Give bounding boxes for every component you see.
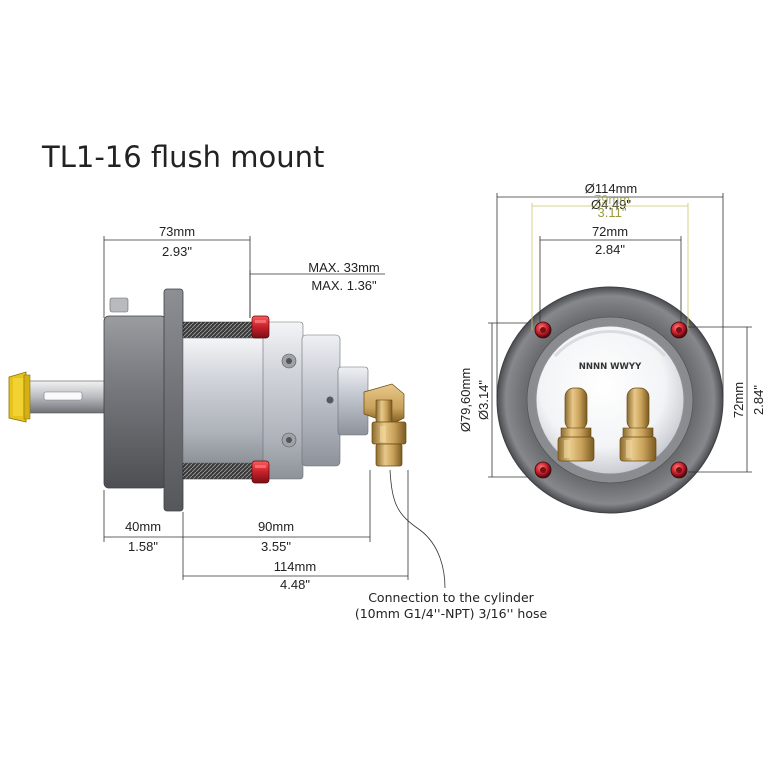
brass-elbow-fitting [363,383,407,467]
connection-note-line2: (10mm G1/4''-NPT) 3/16'' hose [355,606,548,621]
dim-bolt-vertical: 72mm 2.84" [688,326,766,473]
brass-port-right [619,387,657,462]
socket-screw-top [281,353,297,369]
bolt-head-br [670,461,688,479]
dim-body-dia: Ø79,60mm Ø3.14" [458,322,528,478]
dim-bolt-v-mm: 72mm [731,382,746,418]
dim-flange-dia-in: Ø4.49" [591,197,631,212]
dim-flange-dia-mm: Ø114mm [585,181,638,196]
panel-clamp-band-top [182,321,264,339]
dim-total: 114mm 4.48" [183,470,409,592]
fill-plug [109,297,129,313]
panel-clamp-band-bottom [182,462,264,480]
dim-total-in: 4.48" [280,577,310,592]
bolt-head-tr [670,321,688,339]
dim-body-dia-mm: Ø79,60mm [458,368,473,432]
dim-max-panel-mm: MAX. 33mm [308,260,380,275]
rear-housing [103,315,167,489]
dim-max-panel-in: MAX. 1.36" [311,278,377,293]
vent-hole [326,396,334,404]
socket-screw-bottom [281,432,297,448]
bolt-head-tl [534,321,552,339]
dim-flange-dia: Ø114mm Ø4.49" [496,181,724,398]
red-bolt-bottom [251,460,270,484]
front-cap [301,334,341,467]
brass-port-left [557,387,595,462]
dim-bolt-h-mm: 72mm [592,224,628,239]
valve-block [337,366,369,436]
shaft-key-slot [43,391,83,401]
dim-overall-length-in: 2.93" [162,244,192,259]
steering-shaft [8,371,107,423]
red-bolt-top [251,315,270,339]
dim-front-body: 40mm 1.58" 90mm 3.55" [103,470,371,580]
front-view: NNNN WWYY Ø114mm Ø4.49" [458,181,766,514]
dim-max-panel: MAX. 33mm MAX. 1.36" [249,260,385,318]
dim-cutout-dia-mm: 79mm [594,192,630,207]
dim-front-mm: 40mm [125,519,161,534]
dim-cutout-dia: 79mm 3.11" [531,192,689,330]
dim-total-mm: 114mm [274,559,316,574]
dim-bolt-v-in: 2.84" [751,385,766,415]
bolt-head-bl [534,461,552,479]
dim-body-dia-in: Ø3.14" [476,380,491,420]
face-label: NNNN WWYY [579,362,642,372]
dim-bolt-horizontal: 72mm 2.84" [539,224,682,322]
connection-leader [389,469,446,589]
dim-overall-length-mm: 73mm [159,224,195,239]
connection-note-line1: Connection to the cylinder [368,590,534,605]
dim-body-mm: 90mm [258,519,294,534]
page-title: TL1-16 flush mount [41,140,324,174]
dim-bolt-h-in: 2.84" [595,242,625,257]
dim-cutout-dia-in: 3.11" [598,205,627,220]
dim-front-in: 1.58" [128,539,158,554]
mounting-flange [163,288,184,512]
side-view: 73mm 2.93" MAX. 33mm MAX. 1.36" 40mm 1.5… [8,224,548,621]
dim-body-in: 3.55" [261,539,291,554]
